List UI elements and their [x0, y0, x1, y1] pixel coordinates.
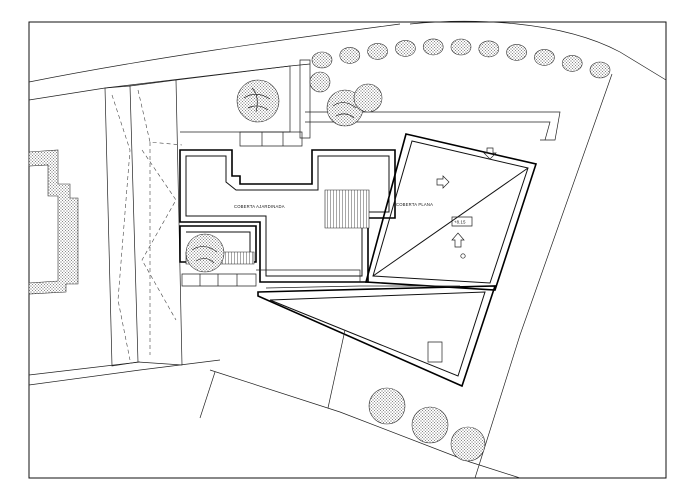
tree-icon — [451, 427, 485, 461]
arrow-up-icon — [452, 233, 464, 247]
upper-garden — [176, 60, 310, 146]
shrub-icon — [311, 51, 333, 69]
upper-walkway — [305, 112, 560, 140]
shrub-icon — [478, 40, 500, 58]
arrow-down-icon — [484, 148, 496, 159]
tree-icon — [412, 407, 448, 443]
lower-terrace — [258, 286, 495, 408]
shrub-icon — [422, 38, 444, 56]
main-house-roof — [180, 150, 395, 282]
slope-arrows — [437, 148, 496, 247]
shrub-icon — [339, 47, 361, 64]
hedge-row — [311, 38, 611, 79]
trees — [186, 72, 485, 461]
skylight-hatched — [325, 190, 369, 228]
shrub-icon — [367, 43, 388, 60]
driveway-ramp — [105, 80, 182, 366]
arrow-right-icon — [437, 176, 449, 188]
shrub-icon — [589, 61, 611, 79]
pitched-roof-label: COBERTA AJARDINADA — [234, 204, 285, 209]
shrub-icon — [450, 38, 472, 56]
flat-roof-label: COBERTA PLANA — [396, 202, 433, 207]
sheet-frame — [29, 22, 666, 478]
site-boundary — [29, 21, 666, 478]
shrub-icon — [534, 49, 555, 66]
shrub-icon — [561, 55, 583, 72]
flat-roof-block — [366, 134, 536, 290]
elevation-label: +8.15 — [454, 220, 466, 225]
shrub-icon — [506, 44, 527, 61]
tree-icon — [369, 388, 405, 424]
tree-icon — [354, 84, 382, 112]
neighbour-building — [29, 150, 78, 294]
drain-circle — [461, 254, 465, 258]
elevation-box — [452, 217, 472, 226]
tree-icon — [310, 72, 330, 92]
tree-icon — [237, 80, 279, 122]
shrub-icon — [395, 40, 416, 57]
tree-icon — [186, 234, 224, 272]
